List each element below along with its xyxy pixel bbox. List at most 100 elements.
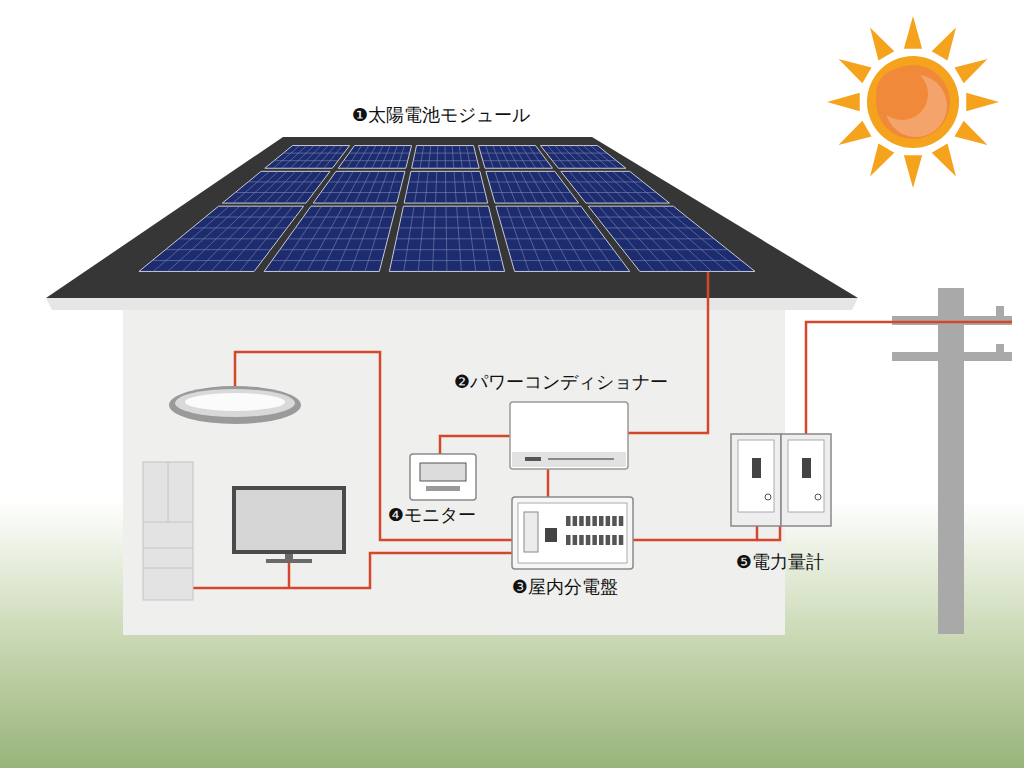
panel-cell-line: [324, 146, 343, 169]
panel-cell-line: [614, 238, 714, 239]
panel-cell-line: [511, 260, 621, 261]
panel-cell-line: [578, 171, 607, 203]
sun-ray: [966, 93, 999, 111]
sun-ray: [839, 59, 872, 83]
panel-cell-line: [324, 171, 345, 203]
solar-panel: [338, 146, 411, 169]
wiring: [193, 272, 1012, 588]
sun-ray: [827, 93, 860, 111]
panel-cell-line: [631, 260, 741, 261]
panel-cell-line: [282, 146, 307, 169]
panel-cell-line: [413, 160, 477, 161]
monitor-device: [410, 454, 476, 500]
panel-cell-line: [401, 217, 491, 218]
panel-cell-line: [386, 171, 396, 203]
panel-cell-line: [493, 146, 502, 169]
sun-ray: [932, 144, 956, 177]
panel-cell-line: [315, 146, 335, 169]
panel-cell-line: [492, 192, 571, 193]
panel-cell-line: [590, 146, 617, 169]
panel-cell-line: [152, 260, 262, 261]
panel-cell-line: [205, 217, 295, 218]
panel-cell-line: [376, 171, 388, 203]
panel-cell-line: [372, 146, 383, 169]
panel-cell-line: [295, 227, 390, 228]
ceiling-light: [169, 386, 301, 424]
panel-cell-line: [489, 181, 563, 182]
panel-cell-line: [605, 227, 700, 228]
roof-fascia: [46, 298, 858, 310]
distribution-board: [512, 497, 633, 569]
sun-ray: [870, 144, 894, 177]
panel-cell-line: [425, 171, 428, 203]
panel-cell-line: [466, 146, 470, 169]
panel-cell-line: [264, 171, 295, 203]
panel-cell-line: [445, 146, 446, 169]
panel-cell-line: [508, 249, 613, 250]
breaker: [612, 535, 617, 545]
solar-panel: [412, 146, 480, 169]
panel-cell-line: [623, 249, 728, 250]
panel-cell-line: [334, 171, 353, 203]
breaker: [592, 516, 597, 526]
sun-ray: [839, 121, 872, 145]
panel-cell-line: [502, 227, 597, 228]
house-wall: [123, 306, 785, 635]
sun-ray: [904, 16, 922, 49]
solar-panels: [139, 146, 755, 272]
refrigerator: [143, 462, 193, 600]
callout-label: ❸屋内分電盤: [510, 576, 620, 598]
panel-cell-line: [538, 171, 558, 203]
callout-label: ❶太陽電池モジュール: [350, 104, 532, 126]
panel-cell-line: [613, 171, 649, 203]
panel-cell-line: [165, 249, 270, 250]
panel-cell-line: [415, 171, 420, 203]
panel-cell-line: [486, 146, 494, 169]
panel-cell-line: [274, 160, 338, 161]
electricity-meters: [731, 434, 831, 526]
panel-cell-line: [235, 192, 314, 193]
panel-cell-line: [505, 238, 605, 239]
breaker: [606, 535, 611, 545]
panel-cell-line: [548, 146, 567, 169]
breaker: [619, 535, 624, 545]
panel-cell-line: [248, 181, 322, 182]
panel-cell-line: [273, 146, 299, 169]
breaker: [586, 516, 591, 526]
panel-cell-line: [621, 171, 659, 203]
panel-cell-line: [233, 171, 270, 203]
panel-cell-line: [280, 249, 385, 250]
panel-cell-line: [454, 171, 456, 203]
panel-cell-line: [396, 238, 496, 239]
panel-cell-line: [595, 171, 627, 203]
panel-cell-line: [436, 146, 438, 169]
breaker: [592, 535, 597, 545]
panel-cell-line: [397, 146, 404, 169]
breaker: [612, 516, 617, 526]
panel-cell-line: [409, 181, 483, 182]
sun-ray: [870, 28, 894, 61]
solar-panel: [313, 171, 405, 203]
breaker: [599, 516, 604, 526]
panel-cell-line: [514, 146, 527, 169]
callout-label: ❹モニター: [386, 504, 478, 526]
panel-cell-line: [364, 146, 376, 169]
panel-cell-line: [495, 171, 506, 203]
panel-cell-line: [406, 192, 485, 193]
panel-cell-line: [349, 153, 410, 154]
breaker: [573, 516, 578, 526]
sun-ray: [955, 121, 988, 145]
panel-cell-line: [463, 171, 467, 203]
panel-cell-line: [499, 217, 589, 218]
panel-cell-line: [347, 146, 362, 169]
panel-cell-line: [283, 153, 344, 154]
panel-cell-line: [394, 249, 499, 250]
panel-cell-line: [420, 146, 424, 169]
panel-cell-line: [587, 171, 618, 203]
solar-panel: [264, 206, 396, 271]
panel-cell-line: [521, 146, 535, 169]
panel-cell-line: [344, 160, 408, 161]
panel-cell-line: [569, 181, 643, 182]
power-conditioner: [510, 402, 628, 469]
breaker: [619, 516, 624, 526]
